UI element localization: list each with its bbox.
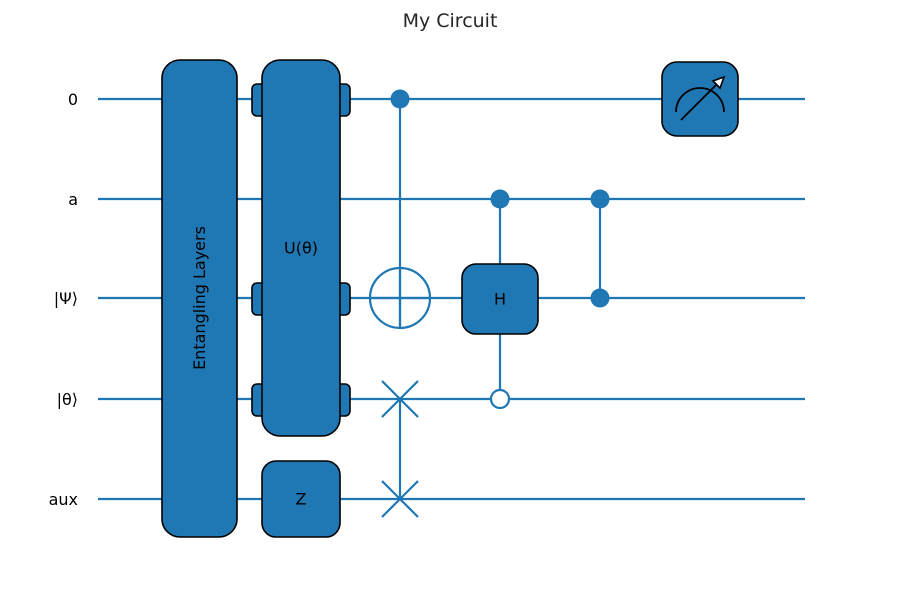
- wire-label-a: a: [68, 190, 78, 209]
- controlled-h-control-dot-a[interactable]: [490, 189, 510, 209]
- gate-controlled-h[interactable]: H: [461, 189, 539, 410]
- cz-control-dot-a[interactable]: [590, 189, 610, 209]
- gate-measure[interactable]: [661, 61, 739, 137]
- measure-gate-box[interactable]: [661, 61, 739, 137]
- meter-icon-arc: [675, 87, 725, 113]
- h-gate-label: H: [494, 290, 506, 309]
- cz-control-dot-psi[interactable]: [590, 288, 610, 308]
- meter-icon-arrowhead: [711, 75, 726, 90]
- z-gate-label: Z: [296, 490, 307, 509]
- meter-icon-needle: [680, 78, 723, 121]
- h-gate-box[interactable]: [461, 263, 539, 335]
- z-gate-box[interactable]: [261, 460, 341, 538]
- wire-label-psi: |Ψ⟩: [54, 289, 78, 308]
- u-theta-label: U(θ): [284, 239, 318, 258]
- gate-u-theta[interactable]: U(θ): [251, 59, 351, 437]
- cnot-control-dot[interactable]: [390, 89, 410, 109]
- entangling-layers-box[interactable]: [161, 59, 238, 538]
- swap-mark-theta-stroke-2: [381, 380, 419, 418]
- wire-label-aux: aux: [49, 490, 78, 509]
- controlled-h-open-control-theta[interactable]: [489, 388, 511, 410]
- gate-swap[interactable]: [381, 380, 419, 518]
- swap-mark-aux-stroke-2: [381, 480, 419, 518]
- wire-label-theta: |θ⟩: [57, 390, 78, 409]
- entangling-layers-label: Entangling Layers: [190, 226, 209, 370]
- gate-cnot[interactable]: [368, 89, 432, 330]
- swap-mark-theta[interactable]: [381, 380, 419, 418]
- u-theta-box[interactable]: [261, 59, 341, 437]
- wire-label-0: 0: [68, 90, 78, 109]
- meter-icon: [675, 75, 726, 121]
- gate-z[interactable]: Z: [261, 460, 341, 538]
- swap-mark-aux[interactable]: [381, 480, 419, 518]
- page-title: My Circuit: [403, 10, 498, 32]
- gate-cz[interactable]: [590, 189, 610, 308]
- wire-label-group: 0 a |Ψ⟩ |θ⟩ aux: [49, 90, 78, 509]
- gate-entangling-layers[interactable]: Entangling Layers: [161, 59, 238, 538]
